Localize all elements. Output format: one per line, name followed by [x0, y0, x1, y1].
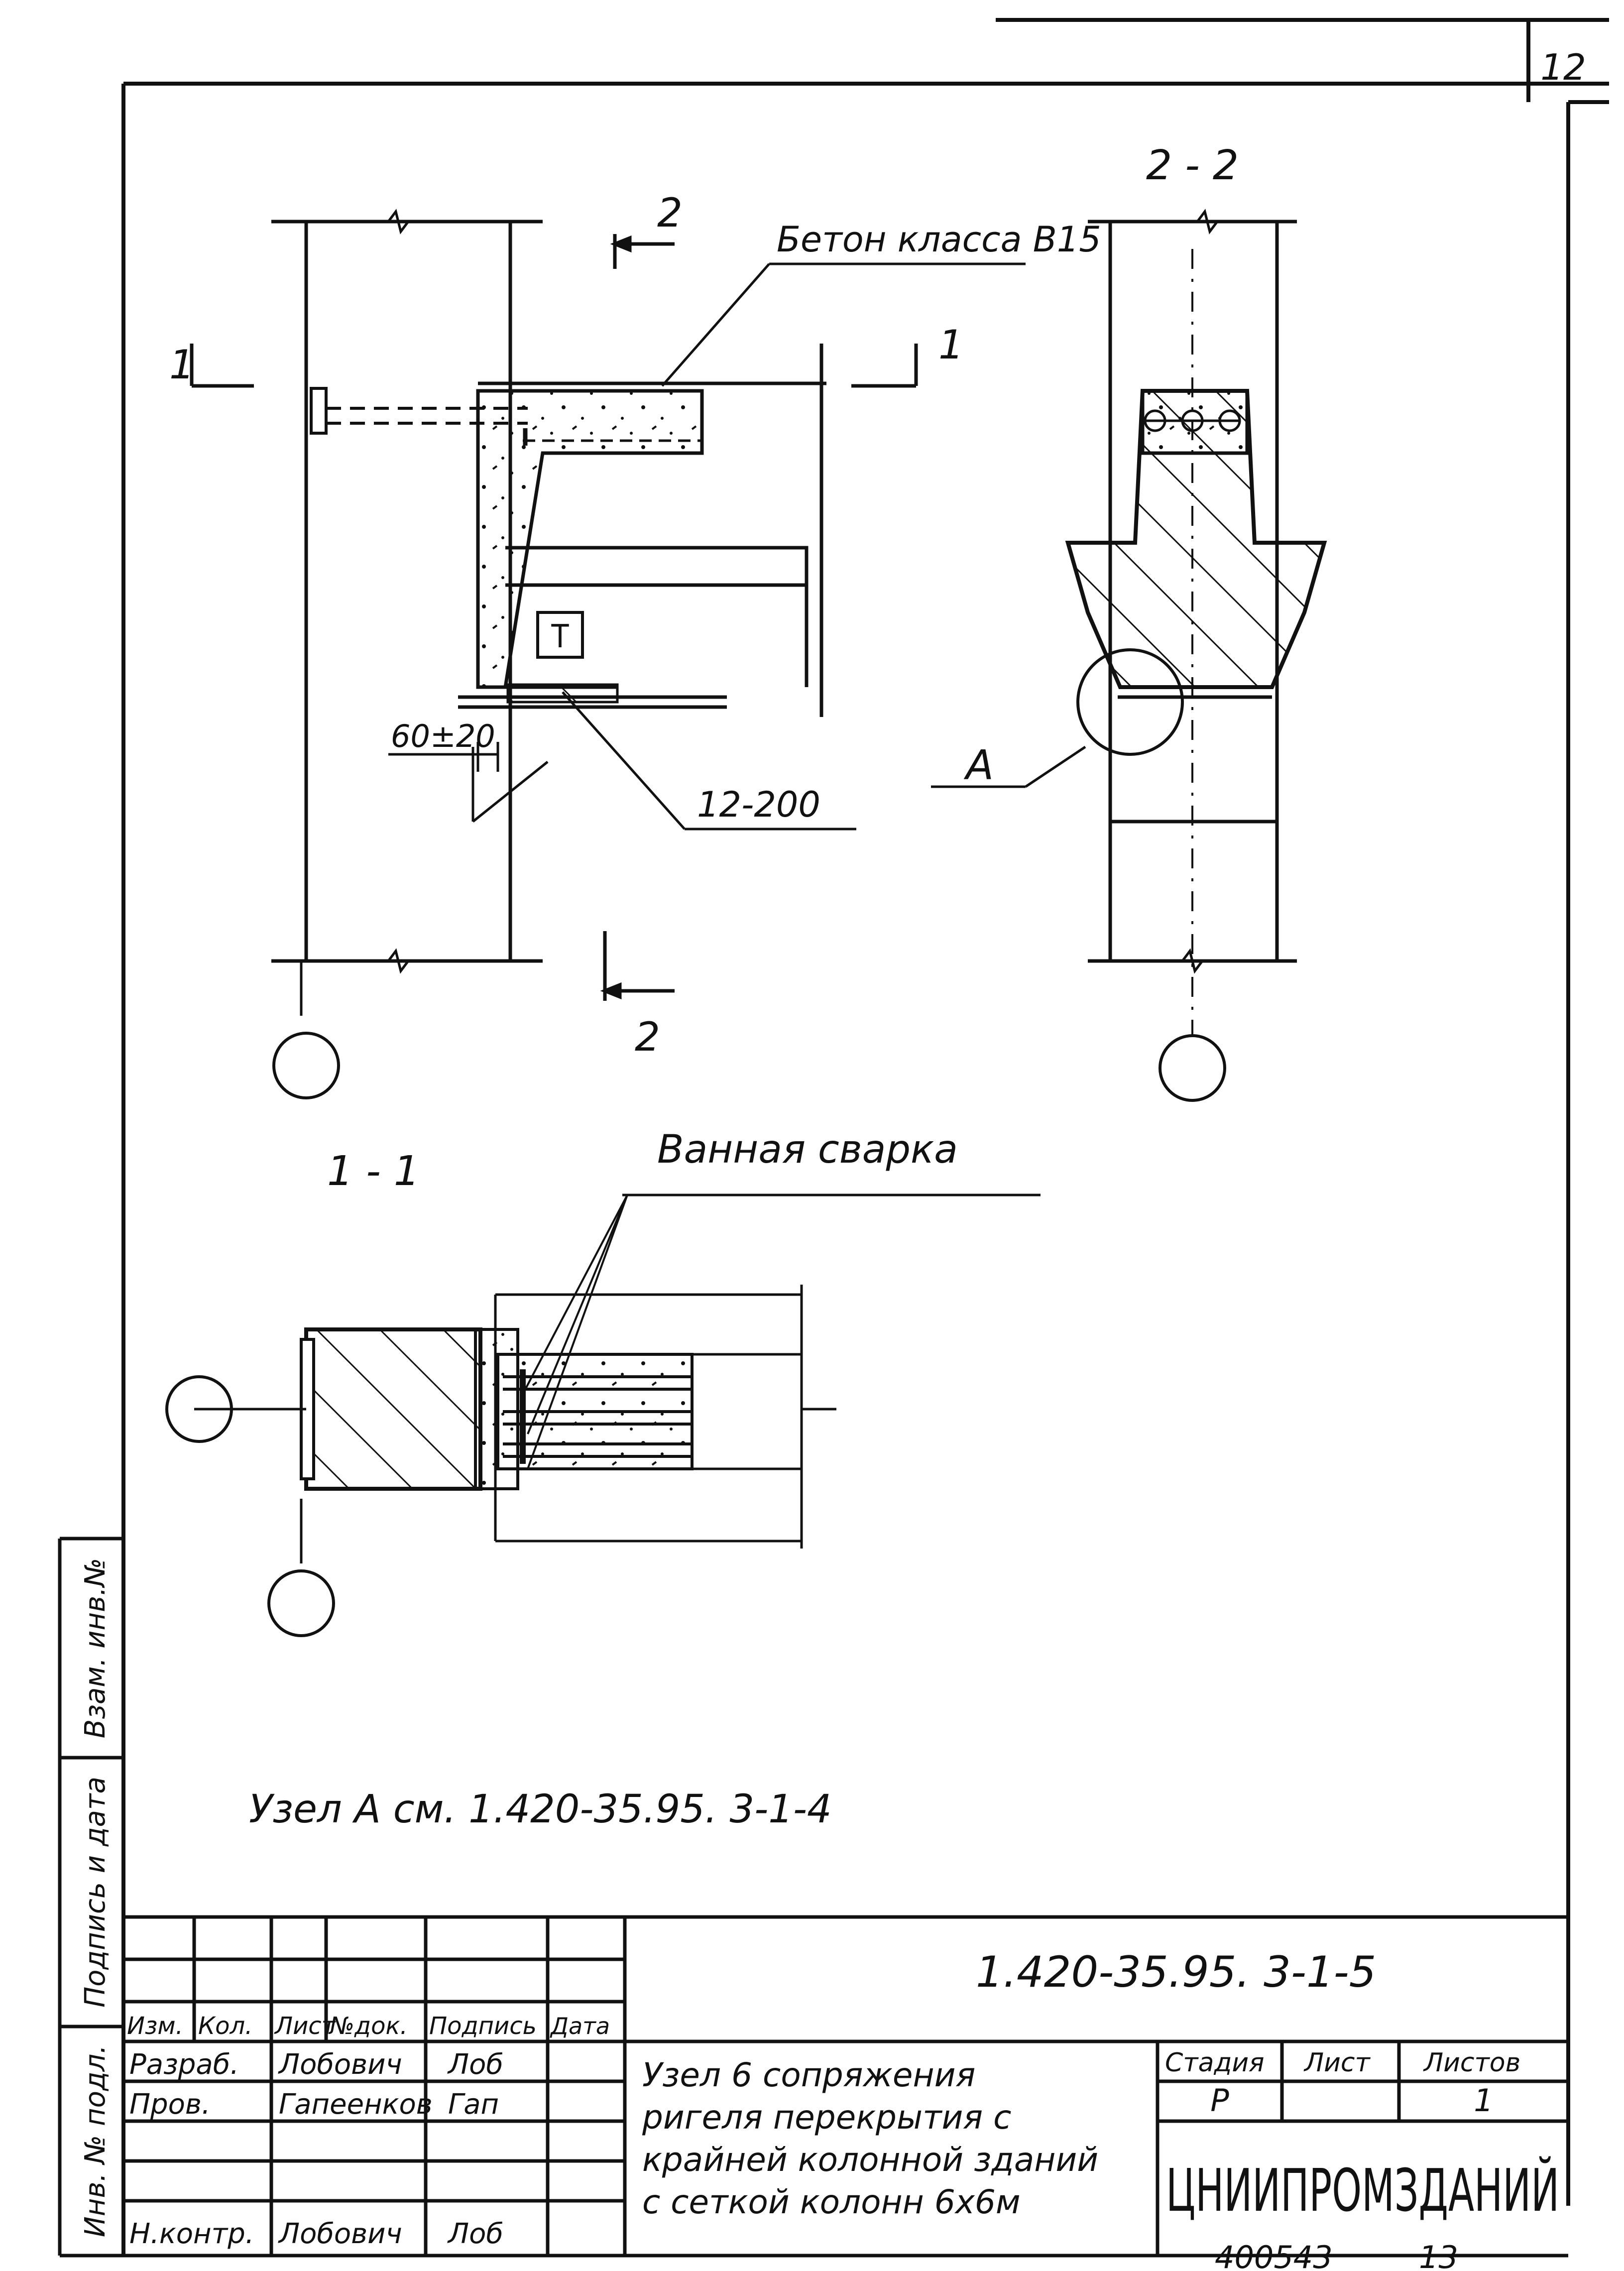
header-docno: №док. — [328, 2012, 408, 2040]
welding-label: Ванная сварка — [657, 1127, 958, 1172]
axis-bubble — [267, 1569, 335, 1637]
gap-dimension: 60±20 — [391, 718, 495, 754]
archive-code: 400543 — [1215, 2239, 1333, 2271]
role-norm-control: Н.контр. — [129, 2218, 254, 2250]
axis-bubble — [165, 1375, 233, 1443]
node-mark-a: А — [963, 742, 994, 789]
sheet-frame — [121, 18, 1609, 2256]
beam-cross-section — [1065, 389, 1327, 689]
sign-norm-control: Лоб — [447, 2218, 503, 2250]
floor-slab — [478, 344, 826, 717]
section-title-2-2: 2 - 2 — [1146, 142, 1239, 189]
node-a-circle — [1076, 648, 1184, 756]
title-line-1: Узел 6 сопряжения — [642, 2056, 975, 2094]
corner-sheet-number: 12 — [1540, 46, 1586, 88]
element-mark-box — [536, 611, 584, 659]
document-code: 1.420-35.95. 3-1-5 — [976, 1947, 1376, 1997]
stamp-replace-inv: Взам. инв.№ — [79, 1558, 112, 1738]
mesh-label: 12-200 — [697, 784, 820, 825]
elevation-view: Т 1 1 2 2 Бетон класса — [169, 190, 1101, 1099]
sheets-value: 1 — [1474, 2082, 1493, 2119]
header-date: Дата — [550, 2013, 610, 2039]
column-section — [304, 1327, 482, 1491]
name-checker: Гапеенков — [279, 2088, 433, 2121]
sheets-label: Листов — [1423, 2048, 1520, 2078]
side-stamp — [58, 1537, 123, 2258]
name-norm-control: Лобович — [278, 2218, 402, 2250]
cut-label-1-right: 1 — [938, 322, 964, 368]
sign-checker: Гап — [448, 2088, 499, 2121]
section-2-2: 2 - 2 А — [931, 142, 1327, 1102]
header-change: Изм. — [127, 2012, 183, 2040]
concrete-infill — [476, 389, 704, 689]
cut-label-1-left: 1 — [169, 342, 195, 388]
role-checker: Пров. — [129, 2088, 211, 2121]
title-line-3: крайней колонной зданий — [642, 2141, 1098, 2179]
title-block — [123, 1915, 1568, 2258]
cut-mark-1 — [190, 344, 918, 388]
stamp-signature-date: Подпись и дата — [79, 1777, 112, 2008]
role-developer: Разраб. — [129, 2048, 239, 2081]
header-qty: Кол. — [198, 2012, 252, 2040]
cut-mark-2 — [600, 234, 675, 1001]
header-sheet: Лист — [274, 2012, 337, 2040]
axis-bubble — [272, 1032, 340, 1099]
title-line-2: ригеля перекрытия с — [642, 2098, 1011, 2137]
page-number: 13 — [1419, 2239, 1458, 2271]
column-elevation — [271, 209, 543, 1016]
title-line-4: с сеткой колонн 6х6м — [642, 2183, 1021, 2221]
section-1-1: 1 - 1 Ванная сварка — [165, 1127, 1041, 1637]
sign-developer: Лоб — [447, 2048, 503, 2081]
element-mark: Т — [551, 618, 569, 655]
header-signature: Подпись — [429, 2012, 537, 2040]
stamp-original-inv: Инв. № подл. — [79, 2045, 112, 2237]
stage-label: Стадия — [1165, 2048, 1265, 2078]
node-reference: Узел А см. 1.420-35.95. 3-1-4 — [249, 1787, 832, 1832]
stage-value: Р — [1210, 2082, 1229, 2119]
section-title-1-1: 1 - 1 — [327, 1148, 420, 1195]
organization-name: ЦНИИПРОМЗДАНИЙ — [1166, 2156, 1559, 2225]
name-developer: Лобович — [278, 2048, 402, 2081]
axis-bubble — [1159, 1034, 1226, 1102]
cut-label-2-top: 2 — [657, 190, 683, 236]
concrete-label: Бетон класса В15 — [777, 219, 1101, 260]
sheet-label: Лист — [1303, 2048, 1371, 2078]
cut-label-2-bottom: 2 — [635, 1014, 660, 1060]
